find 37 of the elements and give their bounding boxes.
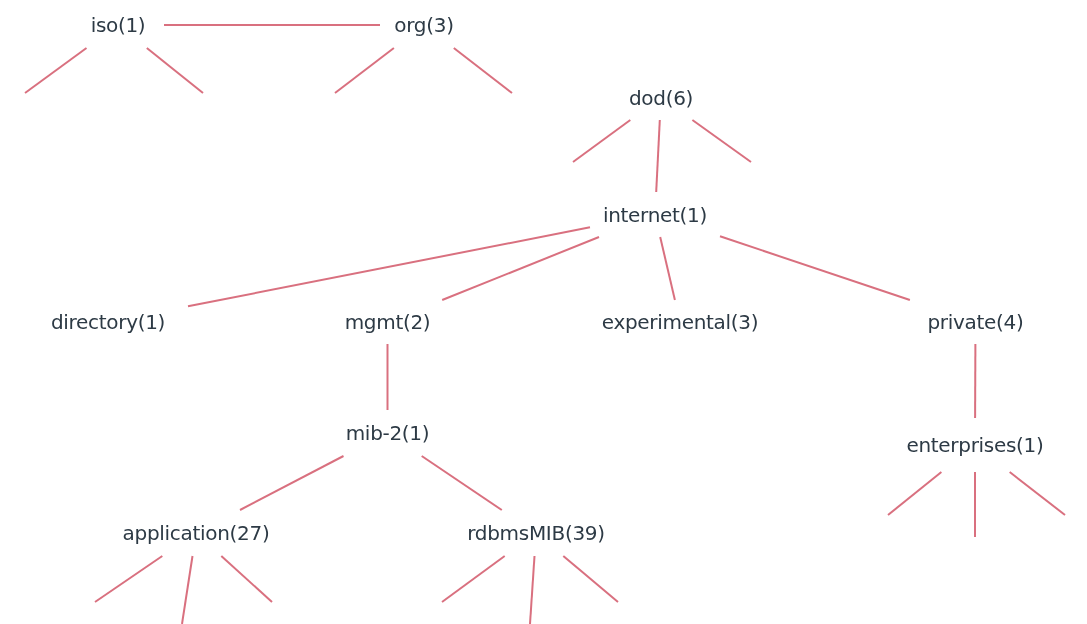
node-label: dod(6) (628, 85, 694, 110)
tree-line (655, 119, 661, 193)
tree-line (334, 47, 395, 94)
tree-line (220, 555, 273, 603)
node-label: rdbmsMIB(39) (467, 521, 605, 545)
tree-line (974, 343, 977, 419)
node-label: enterprises(1) (906, 433, 1044, 457)
node-label: private(4) (927, 310, 1024, 334)
node-label: mib-2(1) (345, 421, 430, 445)
tree-line (974, 471, 976, 538)
node-label: application(27) (122, 521, 270, 545)
tree-line (420, 455, 503, 511)
tree-line (163, 24, 381, 26)
tree-line (691, 119, 752, 163)
node-label: experimental(3) (601, 310, 759, 334)
tree-line (94, 555, 164, 603)
node-label: org(3) (394, 13, 454, 37)
tree-line (386, 343, 389, 411)
tree-line (441, 555, 506, 603)
tree-line (572, 119, 632, 163)
tree-line (239, 455, 345, 511)
tree-line (1008, 471, 1066, 516)
tree-line (187, 226, 591, 308)
tree-line (529, 555, 536, 624)
tree-line (719, 235, 911, 301)
node-label: mgmt(2) (344, 310, 431, 334)
tree-line (659, 236, 676, 301)
tree-line (145, 47, 204, 94)
tree-line (887, 471, 943, 516)
node-label: internet(1) (602, 202, 708, 227)
tree-line (452, 47, 513, 94)
tree-line (181, 555, 194, 624)
tree-line (24, 47, 88, 94)
node-label: directory(1) (50, 310, 166, 334)
node-label: iso(1) (90, 13, 146, 37)
tree-line (441, 236, 600, 301)
tree-line (562, 555, 619, 603)
